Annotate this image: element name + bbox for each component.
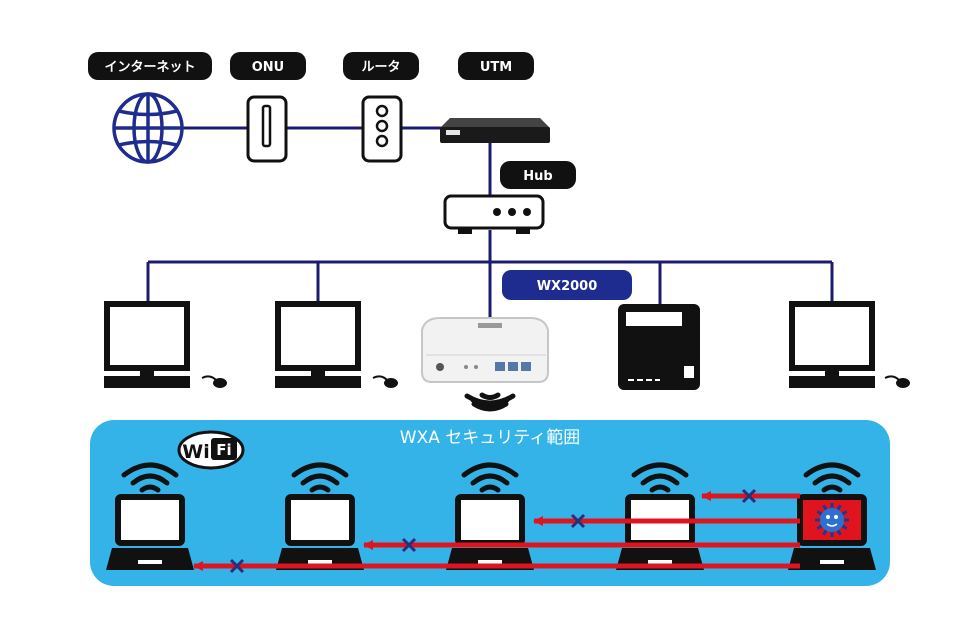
wifi-zone-title: WXA セキュリティ範囲 bbox=[400, 428, 580, 448]
wifi-signal-icon bbox=[631, 462, 689, 493]
router-badge: ルータ bbox=[343, 52, 419, 80]
laptop-icon bbox=[446, 494, 534, 570]
laptop-icon bbox=[106, 494, 194, 570]
wifi-signal-icon bbox=[803, 462, 861, 493]
nas-icon bbox=[618, 304, 700, 390]
wifi-signal-icon bbox=[461, 462, 519, 493]
laptop-icon bbox=[616, 494, 704, 570]
wifi-logo: Wi Fi bbox=[177, 430, 245, 470]
router-label: ルータ bbox=[361, 60, 400, 75]
utm-label: UTM bbox=[480, 60, 512, 75]
utm-badge: UTM bbox=[458, 52, 534, 80]
product-label: WX2000 bbox=[537, 279, 598, 294]
product-badge: WX2000 bbox=[502, 270, 632, 300]
internet-badge: インターネット bbox=[88, 52, 212, 80]
onu-icon bbox=[246, 95, 288, 163]
blocked-markers bbox=[229, 488, 757, 574]
wifi-signal-icon bbox=[291, 462, 349, 493]
internet-label: インターネット bbox=[104, 60, 195, 75]
access-point-icon bbox=[421, 317, 549, 383]
hub-icon bbox=[443, 194, 545, 234]
utm-icon bbox=[440, 118, 550, 143]
onu-label: ONU bbox=[252, 60, 285, 75]
laptop-icon bbox=[276, 494, 364, 570]
router-icon bbox=[361, 95, 403, 163]
globe-icon bbox=[112, 92, 184, 164]
wifi-signal-icon bbox=[464, 392, 516, 412]
wifi-logo-main: Wi bbox=[182, 441, 209, 463]
desktop-pc-icon bbox=[789, 301, 910, 388]
virus-icon bbox=[815, 503, 849, 537]
onu-badge: ONU bbox=[230, 52, 306, 80]
desktop-pc-icon bbox=[104, 301, 227, 388]
hub-label: Hub bbox=[523, 169, 552, 184]
wifi-logo-box: Fi bbox=[216, 441, 231, 459]
hub-badge: Hub bbox=[500, 161, 576, 189]
wifi-signal-icon bbox=[121, 462, 179, 493]
desktop-pc-icon bbox=[275, 301, 398, 388]
